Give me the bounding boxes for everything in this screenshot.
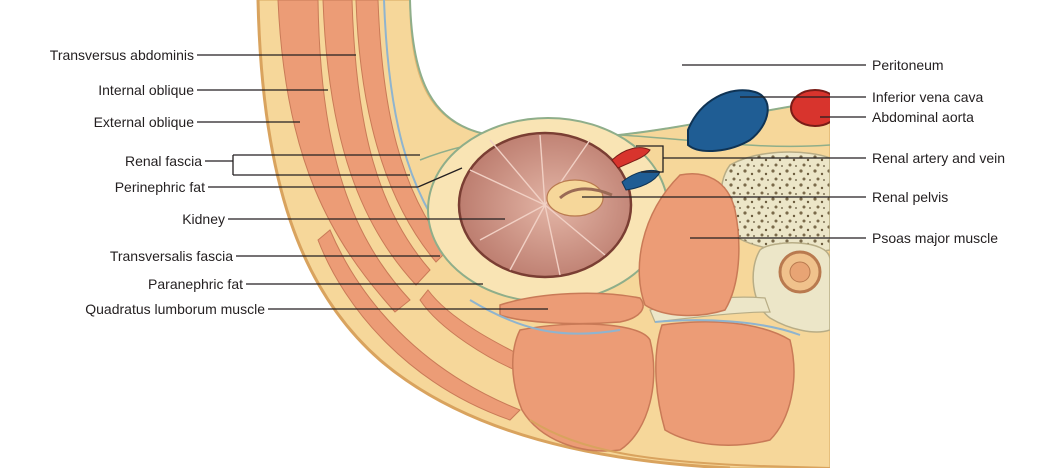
label-external-oblique: External oblique: [10, 114, 194, 130]
label-transversalis-fascia: Transversalis fascia: [10, 248, 233, 264]
label-psoas-major-muscle: Psoas major muscle: [872, 230, 998, 246]
label-perinephric-fat: Perinephric fat: [10, 179, 205, 195]
kidney-shape: [459, 133, 631, 277]
label-quadratus-lumborum: Quadratus lumborum muscle: [10, 301, 265, 317]
label-transversus-abdominis: Transversus abdominis: [10, 47, 194, 63]
label-paranephric-fat: Paranephric fat: [10, 276, 243, 292]
label-inferior-vena-cava: Inferior vena cava: [872, 89, 983, 105]
label-renal-fascia: Renal fascia: [10, 153, 202, 169]
label-renal-artery-and-vein: Renal artery and vein: [872, 150, 1005, 166]
label-renal-pelvis: Renal pelvis: [872, 189, 948, 205]
label-abdominal-aorta: Abdominal aorta: [872, 109, 974, 125]
label-internal-oblique: Internal oblique: [10, 82, 194, 98]
label-kidney: Kidney: [10, 211, 225, 227]
label-peritoneum: Peritoneum: [872, 57, 944, 73]
abdominal-aorta-shape: [791, 90, 839, 126]
multifidus-muscle: [656, 322, 794, 445]
